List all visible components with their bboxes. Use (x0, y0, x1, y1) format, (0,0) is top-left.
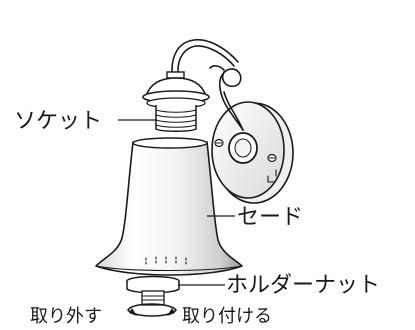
rotation-arrows-icon (127, 303, 177, 317)
mounting-screw-top (214, 138, 224, 148)
shade-label: セード (237, 205, 303, 230)
remove-label: 取り外す (30, 306, 102, 327)
attach-label: 取り付ける (182, 306, 272, 327)
switch-mark (267, 169, 277, 183)
mounting-screw-bottom (267, 153, 277, 163)
socket-assembly (142, 71, 210, 132)
glass-shade (95, 137, 243, 276)
wall-plate (211, 101, 294, 204)
holder-nut-label: ホルダーナット (226, 273, 380, 298)
curved-arm (171, 38, 244, 131)
holder-nut (126, 275, 180, 306)
socket-label: ソケット (14, 109, 102, 134)
